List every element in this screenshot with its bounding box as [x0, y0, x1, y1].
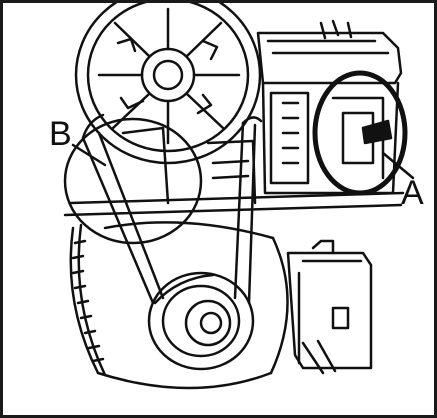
upper-pulley — [74, 3, 262, 165]
callout-b-label: B — [49, 115, 72, 153]
belt-drive-illustration — [63, 3, 415, 390]
engine-housing — [256, 19, 403, 195]
callout-a-leader — [381, 151, 415, 180]
lower-pulley — [147, 271, 255, 371]
drive-belt — [81, 113, 263, 305]
lower-roller — [69, 221, 289, 390]
callout-b-leader — [71, 143, 107, 167]
mounting-bracket — [63, 126, 405, 217]
sensor-bracket — [286, 239, 373, 375]
callout-a-circle — [312, 70, 408, 196]
callout-a-label: A — [401, 174, 424, 212]
callout-b-circle — [63, 117, 203, 245]
